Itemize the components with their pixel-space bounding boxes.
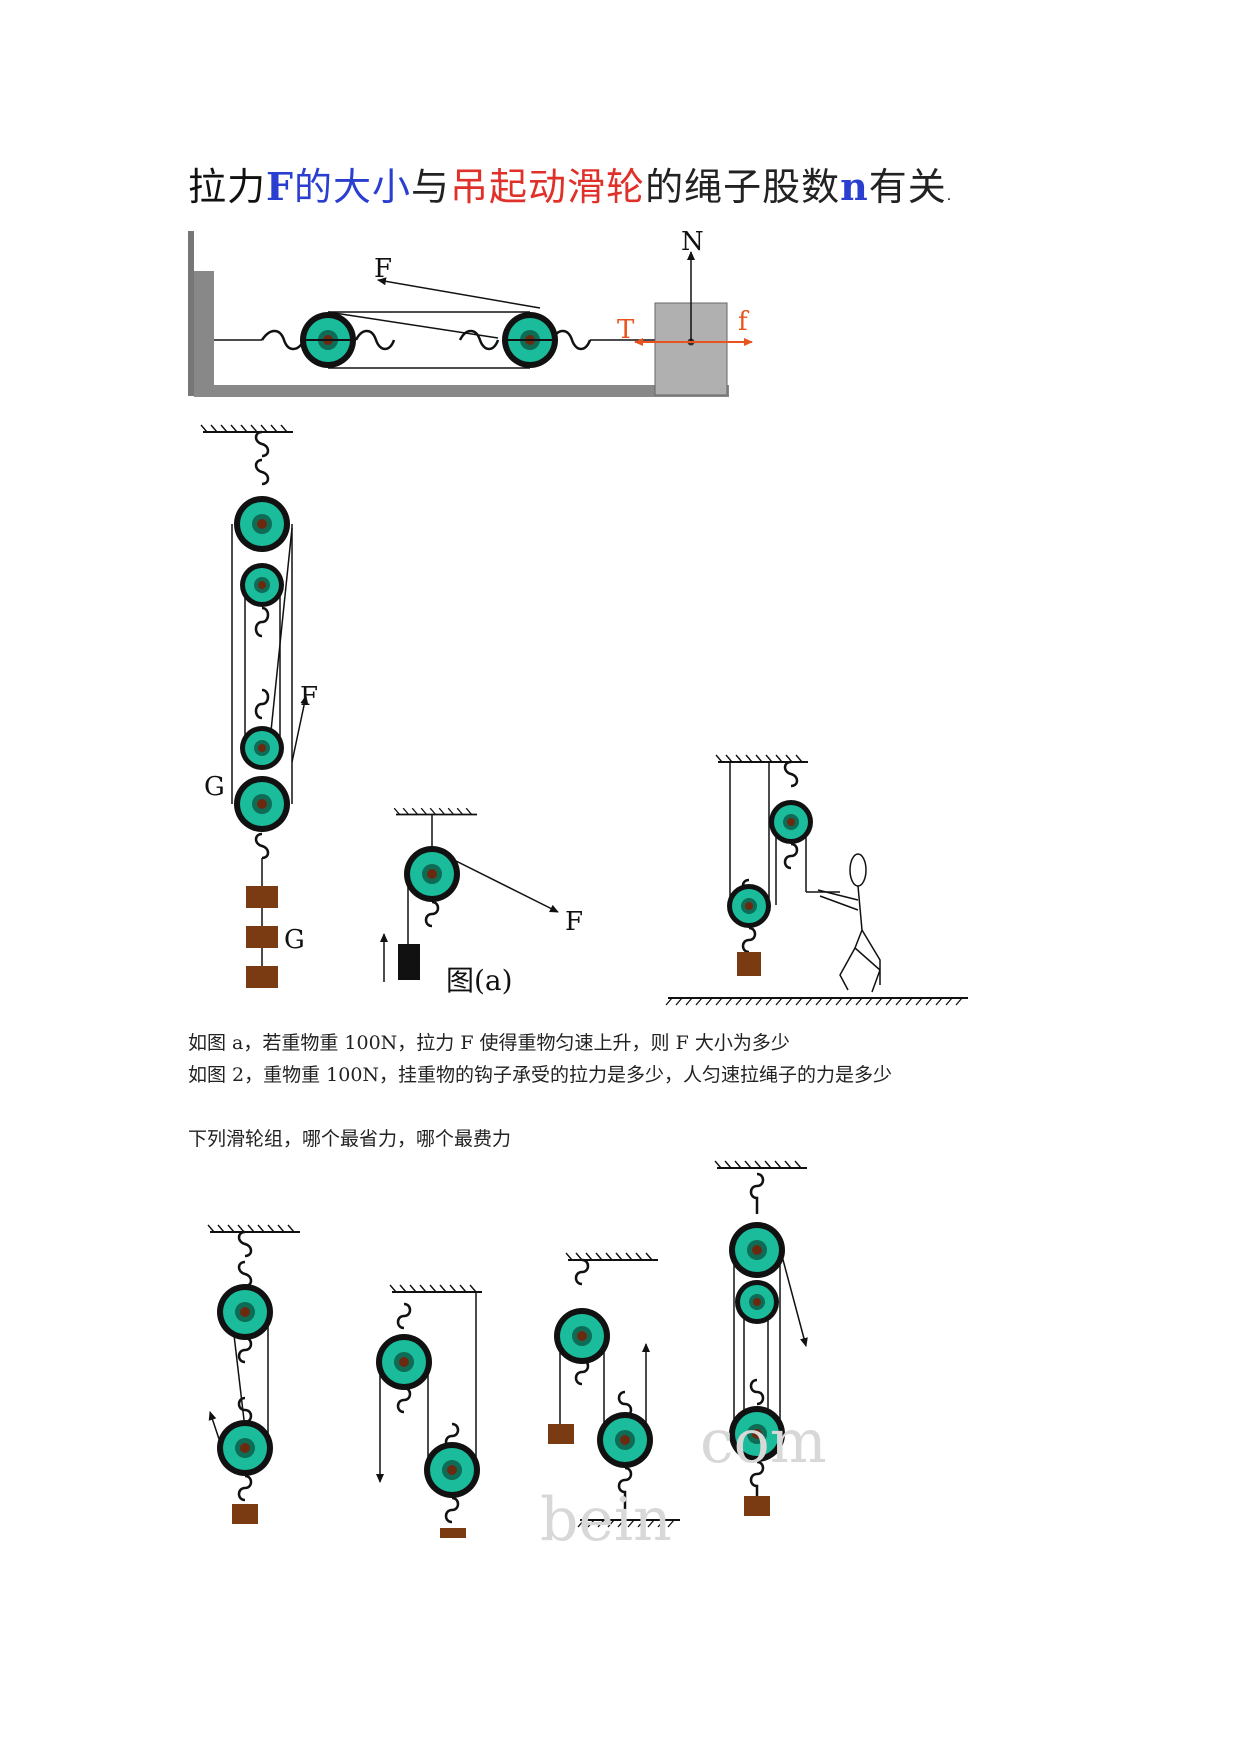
question-3: 下列滑轮组，哪个最省力，哪个最费力	[188, 1128, 512, 1150]
title-text-3: 的大小	[294, 165, 412, 209]
page-title: 拉力F的大小与吊起动滑轮的绳子股数n有关.	[188, 156, 952, 211]
title-end: .	[946, 188, 953, 204]
label-T: T	[617, 315, 635, 345]
pulley-set-2	[376, 1284, 483, 1538]
watermark-2: bein	[540, 1485, 672, 1555]
title-text-n: n	[840, 164, 869, 209]
pulley-set-1	[207, 1224, 301, 1524]
label-F: F	[374, 254, 392, 284]
title-text-9: 有关	[868, 165, 947, 209]
pulley-set-4	[714, 1160, 808, 1516]
label-F-a: F	[565, 907, 583, 937]
person-pulling-pulley	[665, 754, 968, 1006]
tall-pulley-system: F G G	[200, 424, 318, 988]
figure-a-caption: 图(a)	[446, 964, 513, 997]
label-F-left: F	[300, 682, 318, 712]
horizontal-pulley-diagram: F N T f	[188, 227, 753, 397]
watermark-1: com	[700, 1407, 827, 1477]
title-text-6: 动滑轮	[528, 165, 646, 209]
question-2: 如图 2，重物重 100N，挂重物的钩子承受的拉力是多少，人匀速拉绳子的力是多少	[188, 1064, 893, 1086]
figure-a-fixed-pulley: F 图(a)	[380, 807, 583, 997]
title-text-4: 与	[411, 165, 451, 209]
label-N: N	[681, 227, 704, 257]
title-text-5: 吊起	[450, 165, 529, 209]
title-text-7: 的绳子股数	[645, 165, 841, 209]
label-G-weight: G	[284, 925, 305, 955]
pulley-set-3	[548, 1252, 680, 1528]
title-text-1: 拉力	[188, 165, 267, 209]
label-G-side: G	[204, 772, 225, 802]
label-f: f	[738, 307, 750, 337]
title-text-F: F	[266, 164, 294, 209]
question-1: 如图 a，若重物重 100N，拉力 F 使得重物匀速上升，则 F 大小为多少	[188, 1032, 790, 1054]
